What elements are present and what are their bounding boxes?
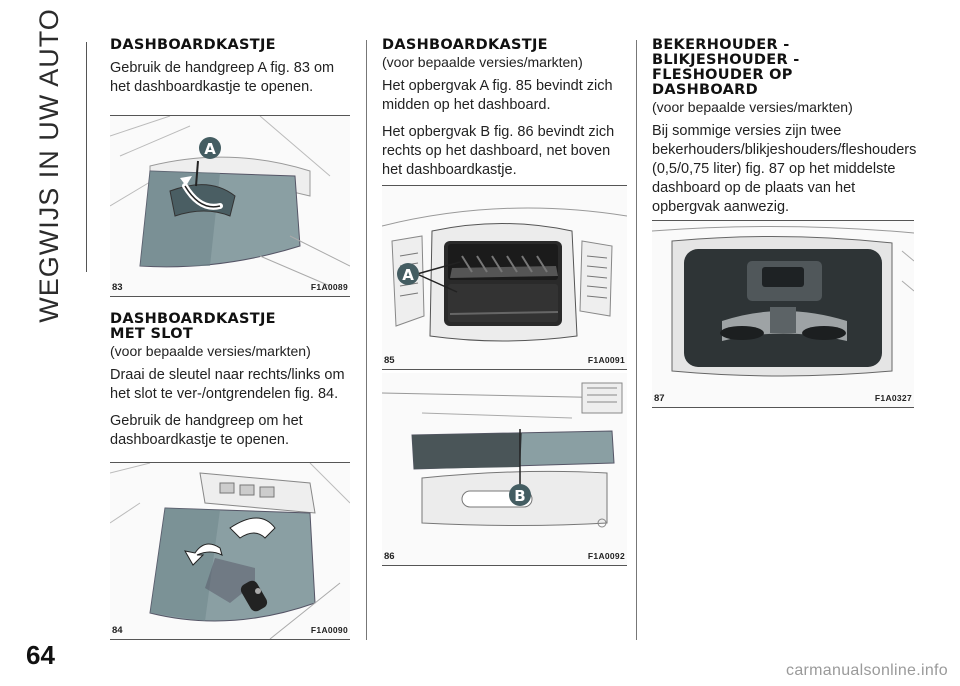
section-heading: BLIKJESHOUDER - xyxy=(652,52,800,68)
section-heading: DASHBOARDKASTJE xyxy=(110,311,276,327)
figure-code: F1A0092 xyxy=(587,551,625,561)
figure-number: 87 xyxy=(654,393,665,404)
figure-code: F1A0090 xyxy=(310,625,348,635)
callout-label: B xyxy=(514,487,525,505)
figure-code: F1A0089 xyxy=(310,282,348,292)
section-heading: FLESHOUDER OP xyxy=(652,67,793,83)
section-heading: MET SLOT xyxy=(110,326,194,342)
side-title-rule xyxy=(86,42,87,272)
figure-caption: 84 F1A0090 xyxy=(110,625,350,636)
column-1-section-2: DASHBOARDKASTJE MET SLOT (voor bepaalde … xyxy=(110,312,350,458)
right-storage-illustration: B xyxy=(382,373,627,565)
column-1: DASHBOARDKASTJE Gebruik de handgreep A f… xyxy=(110,38,350,105)
glovebox-lock-illustration xyxy=(110,463,350,639)
paragraph: Het opbergvak A fig. 85 bevindt zich mid… xyxy=(382,78,613,113)
figure-number: 83 xyxy=(112,282,123,293)
section-heading: DASHBOARDKASTJE xyxy=(110,37,276,53)
subtitle: (voor bepaalde versies/markten) xyxy=(382,54,583,70)
figure-87: 87 F1A0327 xyxy=(652,220,914,408)
figure-code: F1A0327 xyxy=(874,393,912,403)
paragraph: Gebruik de handgreep om het dashboardkas… xyxy=(110,413,303,448)
paragraph: Het opbergvak B fig. 86 bevindt zich rec… xyxy=(382,124,615,178)
column-2: DASHBOARDKASTJE (voor bepaalde versies/m… xyxy=(382,38,622,188)
figure-83: A 83 F1A0089 xyxy=(110,115,350,297)
paragraph: Gebruik de handgreep A fig. 83 om het da… xyxy=(110,60,335,95)
watermark: carmanualsonline.info xyxy=(786,662,948,679)
callout-label: A xyxy=(402,266,414,284)
glovebox-handle-illustration: A xyxy=(110,116,350,296)
chapter-side-title: WEGWIJS IN UW AUTO xyxy=(33,7,64,323)
figure-code: F1A0091 xyxy=(587,355,625,365)
section-heading: DASHBOARDKASTJE xyxy=(382,37,548,53)
figure-number: 84 xyxy=(112,625,123,636)
column-divider xyxy=(366,40,367,640)
page-number: 64 xyxy=(26,640,55,670)
column-3: BEKERHOUDER - BLIKJESHOUDER - FLESHOUDER… xyxy=(652,37,917,225)
figure-caption: 83 F1A0089 xyxy=(110,282,350,293)
figure-number: 86 xyxy=(384,551,395,562)
figure-85: A 85 F1A0091 xyxy=(382,185,627,370)
paragraph: Draai de sleutel naar rechts/links om he… xyxy=(110,367,345,402)
section-heading: DASHBOARD xyxy=(652,82,758,98)
paragraph: Bij sommige versies zijn twee bekerhoude… xyxy=(652,123,917,215)
subtitle: (voor bepaalde versies/markten) xyxy=(110,343,311,359)
section-heading: BEKERHOUDER - xyxy=(652,37,790,53)
cupholder-illustration xyxy=(652,221,914,407)
figure-caption: 85 F1A0091 xyxy=(382,355,627,366)
figure-caption: 87 F1A0327 xyxy=(652,393,914,404)
column-divider xyxy=(636,40,637,640)
subtitle: (voor bepaalde versies/markten) xyxy=(652,99,853,115)
figure-caption: 86 F1A0092 xyxy=(382,551,627,562)
central-storage-illustration: A xyxy=(382,186,627,369)
figure-86: B 86 F1A0092 xyxy=(382,373,627,566)
callout-label: A xyxy=(204,140,216,158)
figure-84: 84 F1A0090 xyxy=(110,462,350,640)
figure-number: 85 xyxy=(384,355,395,366)
